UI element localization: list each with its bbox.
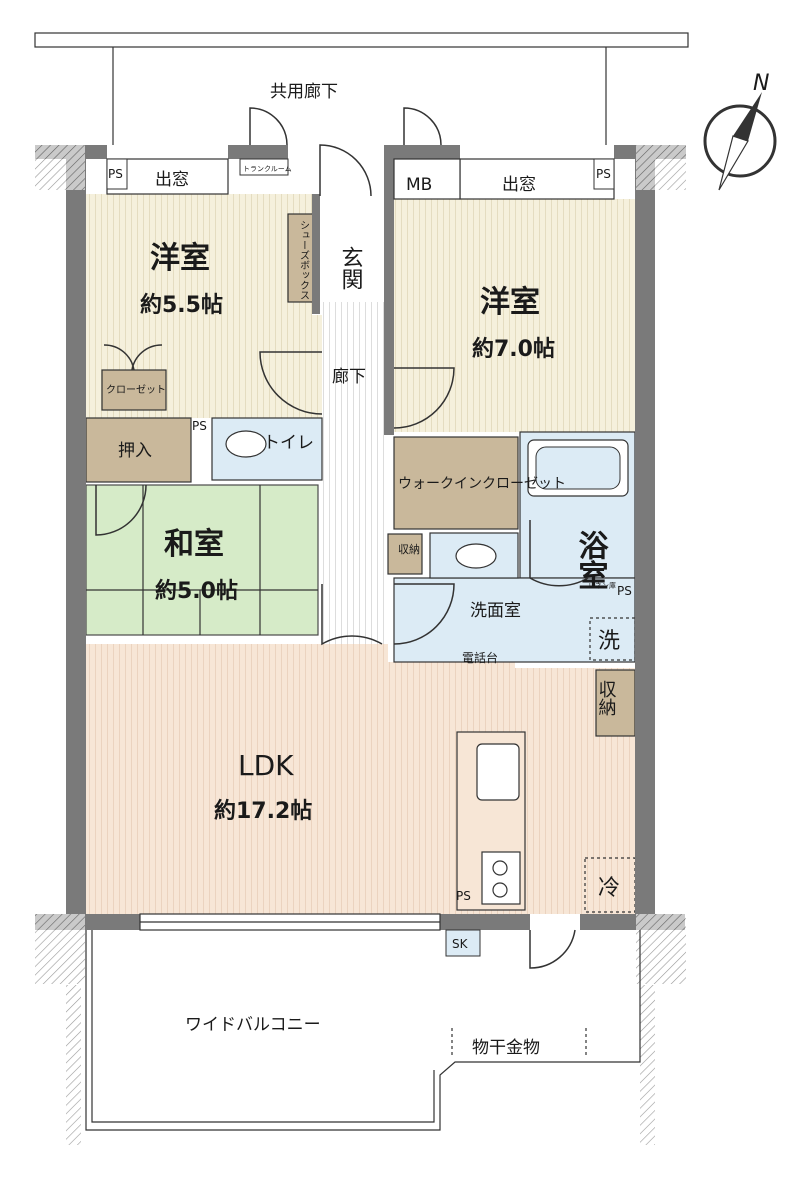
door-trunk [249, 107, 288, 146]
entrance-floor [318, 214, 384, 302]
bathtub-inner [535, 446, 621, 490]
oshiire [85, 417, 192, 483]
hallway-floor [322, 302, 388, 644]
hatch-bl [35, 914, 85, 984]
hatch-br [636, 914, 686, 984]
room-ldk-floor [86, 644, 635, 914]
storage-ldk [595, 669, 636, 737]
room-western-right-name: 洋室 [480, 285, 540, 320]
mb-label: MB [406, 175, 432, 195]
bay-window-right-label: 出窓 [502, 175, 536, 195]
sk-box [445, 929, 481, 957]
room-japanese-floor [85, 484, 319, 636]
room-western-left-name: 洋室 [150, 241, 210, 276]
linen-label: リネン庫 [588, 581, 616, 590]
ps-kitchen-label: PS [456, 889, 471, 903]
trunk-room [239, 158, 289, 176]
wall-inner-2 [312, 194, 320, 314]
sink-bowl [455, 543, 497, 569]
burner-2 [492, 882, 508, 898]
bay-window-left-label: 出窓 [155, 170, 189, 190]
room-ldk-name: LDK [238, 749, 294, 782]
closet-label: クローゼット [106, 384, 166, 396]
ps-right-label: PS [596, 167, 611, 181]
ps-left [106, 158, 128, 190]
door-bath [529, 520, 589, 587]
ps-wash-label: PS [617, 584, 632, 598]
entrance-label: 玄関 [338, 246, 363, 290]
toilet-label: トイレ [263, 433, 314, 453]
trunk-room-label: トランクルーム [243, 165, 292, 173]
room-western-left-floor [86, 194, 322, 418]
storage-hall-label: 収納 [398, 543, 420, 556]
balcony-outline [85, 930, 641, 1131]
fridge-space [584, 857, 636, 913]
toilet-bowl [225, 430, 267, 458]
kitchen-sink [476, 743, 520, 801]
wall-bottom-mid [440, 914, 530, 930]
compass-n: N [753, 71, 769, 96]
oshiire-label: 押入 [118, 441, 152, 461]
storage-hall [387, 533, 423, 575]
sk-label: SK [452, 937, 469, 951]
door-oshiire-1 [95, 484, 147, 536]
washroom-label: 洗面室 [470, 601, 521, 621]
corridor-label: 共用廊下 [270, 82, 338, 102]
wall-entry-left [228, 145, 288, 159]
burner-1 [492, 860, 508, 876]
corridor-canopy [34, 32, 689, 48]
wall-right [635, 145, 655, 925]
door-balcony [529, 929, 576, 969]
hallway-label: 廊下 [332, 367, 366, 387]
ps-right [593, 158, 615, 190]
room-ldk-area: 約17.2帖 [214, 798, 312, 824]
compass: N [703, 71, 777, 191]
door-washroom [393, 583, 455, 645]
room-western-right-area: 約7.0帖 [472, 336, 555, 362]
balcony-inner [91, 930, 435, 1123]
door-mb [403, 107, 442, 146]
bath-label: 浴室 [573, 530, 609, 590]
door-japanese [321, 584, 383, 646]
bay-window-right [459, 158, 615, 200]
room-japanese-name: 和室 [164, 527, 224, 562]
door-western-left [259, 351, 323, 415]
wall-inner-1 [384, 145, 394, 435]
shoe-box-label: シューズボックス [298, 220, 310, 300]
cooktop [481, 851, 521, 905]
compass-needle-north [733, 92, 762, 141]
ps-toilet-label: PS [192, 419, 207, 433]
hatch-tr [636, 145, 686, 190]
wall-entry-right [384, 145, 460, 159]
room-western-right-floor [394, 199, 635, 432]
phone-stand-label: 電話台 [462, 650, 498, 665]
walk-in-closet-label: ウォークインクローゼット [398, 476, 566, 492]
storage-ldk-label: 収納 [596, 680, 617, 716]
hatch-tl [35, 145, 85, 190]
drying-rack-label: 物干金物 [472, 1038, 540, 1058]
walk-in-closet [393, 436, 519, 530]
room-western-left-area: 約5.5帖 [140, 292, 223, 318]
door-closet [103, 344, 163, 371]
hatch-bl-low [66, 985, 81, 1145]
fridge-label: 冷 [598, 876, 620, 901]
door-western-right [393, 367, 455, 429]
ps-left-label: PS [108, 167, 123, 181]
room-japanese-area: 約5.0帖 [155, 578, 238, 604]
mb-box [393, 158, 461, 200]
washer-label: 洗 [598, 629, 620, 654]
wall-left [66, 145, 86, 925]
compass-needle-south [718, 135, 749, 191]
hatch-br-low [640, 985, 655, 1145]
door-entrance [319, 144, 372, 197]
balcony-label: ワイドバルコニー [185, 1015, 321, 1035]
